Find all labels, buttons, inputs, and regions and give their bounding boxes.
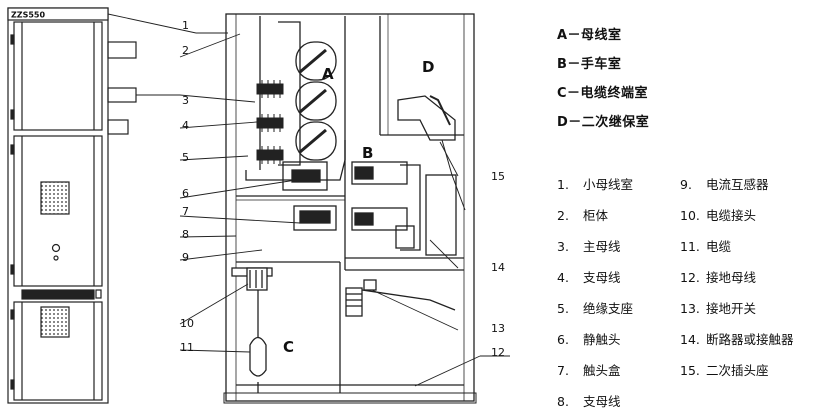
part-item: 7. 触头盒: [557, 360, 621, 379]
part-item: 3. 主母线: [557, 236, 621, 255]
part-number: 6.: [557, 332, 569, 347]
legend-c: C－电缆终端室: [557, 86, 649, 101]
part-item: 8. 支母线: [557, 391, 621, 410]
legend-d: D－二次继保室: [557, 115, 650, 130]
part-name: 绝缘支座: [582, 301, 633, 316]
part-item: 10. 电缆接头: [680, 205, 756, 224]
part-item: 14. 断路器或接触器: [680, 329, 794, 348]
part-name: 二次插头座: [705, 363, 769, 378]
letter-c: C: [283, 338, 294, 356]
part-name: 电流互感器: [705, 177, 769, 192]
part-number: 1.: [557, 177, 569, 192]
callout-15: 15: [491, 170, 505, 183]
part-number: 8.: [557, 394, 569, 409]
callout-13: 13: [491, 322, 505, 335]
part-item: 5. 绝缘支座: [557, 298, 633, 317]
letter-a: A: [322, 65, 334, 83]
callout-6: 6: [182, 187, 189, 200]
part-name: 小母线室: [582, 177, 633, 192]
part-name: 柜体: [582, 208, 608, 223]
callout-9: 9: [182, 251, 189, 264]
part-name: 支母线: [582, 270, 621, 285]
part-item: 1. 小母线室: [557, 174, 633, 193]
section-view: [223, 13, 477, 404]
part-number: 9.: [680, 177, 692, 192]
part-number: 5.: [557, 301, 569, 316]
part-name: 接地母线: [705, 270, 756, 285]
part-number: 4.: [557, 270, 569, 285]
part-number: 11.: [680, 239, 700, 254]
part-number: 3.: [557, 239, 569, 254]
part-item: 9. 电流互感器: [680, 174, 769, 193]
part-number: 12.: [680, 270, 700, 285]
part-item: 15. 二次插头座: [680, 360, 769, 379]
callout-12: 12: [491, 346, 505, 359]
callout-1: 1: [182, 19, 189, 32]
part-name: 接地开关: [705, 301, 756, 316]
compartment-letters: A B C D: [283, 58, 434, 356]
callout-8: 8: [182, 228, 189, 241]
callout-14: 14: [491, 261, 505, 274]
part-name: 断路器或接触器: [705, 332, 794, 347]
part-name: 电缆: [705, 239, 731, 254]
part-number: 2.: [557, 208, 569, 223]
part-name: 触头盒: [582, 363, 621, 378]
part-number: 10.: [680, 208, 700, 223]
part-name: 支母线: [582, 394, 621, 409]
callout-5: 5: [182, 151, 189, 164]
part-name: 电缆接头: [705, 208, 756, 223]
part-item: 13. 接地开关: [680, 298, 756, 317]
part-name: 主母线: [582, 239, 621, 254]
callout-lines: [107, 13, 510, 387]
part-number: 7.: [557, 363, 569, 378]
part-item: 6. 静触头: [557, 329, 621, 348]
callout-4: 4: [182, 119, 189, 132]
letter-d: D: [422, 58, 434, 76]
callout-10: 10: [180, 317, 194, 330]
part-item: 2. 柜体: [557, 205, 608, 224]
part-item: 11. 电缆: [680, 236, 731, 255]
part-item: 4. 支母线: [557, 267, 621, 286]
part-number: 15.: [680, 363, 700, 378]
part-number: 14.: [680, 332, 700, 347]
callout-7: 7: [182, 205, 189, 218]
part-item: 12. 接地母线: [680, 267, 756, 286]
front-view-panel: ZZS550: [7, 7, 137, 404]
callout-3: 3: [182, 94, 189, 107]
panel-model-label: ZZS550: [11, 11, 45, 20]
callout-2: 2: [182, 44, 189, 57]
part-name: 静触头: [582, 332, 621, 347]
legend-a: A－母线室: [557, 28, 622, 43]
legend-b: B－手车室: [557, 57, 622, 72]
letter-b: B: [362, 144, 373, 162]
callout-11: 11: [180, 341, 194, 354]
callout-numbers: 1 2 3 4 5 6 7 8 9 10 11 12 13 14 15: [180, 19, 505, 359]
part-number: 13.: [680, 301, 700, 316]
